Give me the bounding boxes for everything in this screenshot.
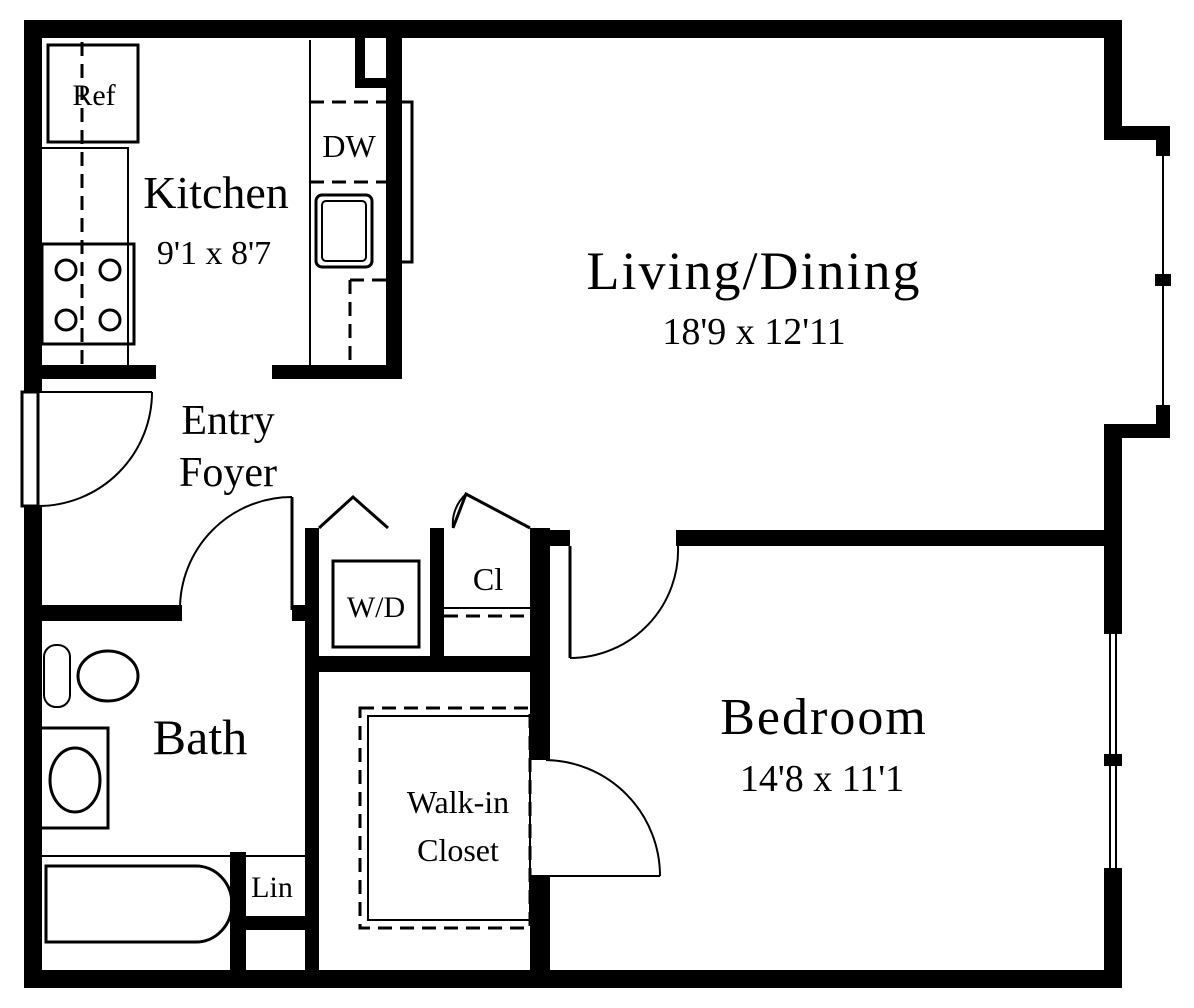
stove	[40, 242, 136, 346]
entry-label-line2: Foyer	[179, 450, 277, 496]
walkin-label-line1: Walk-in	[407, 784, 509, 820]
wd-door	[317, 494, 389, 530]
interior-walls	[24, 528, 1116, 988]
kitchen-title: Kitchen	[143, 167, 289, 218]
refrigerator	[46, 43, 140, 144]
vanity-sink	[36, 726, 110, 830]
lin-label: Lin	[251, 871, 293, 904]
kitchen-dims: 9'1 x 8'7	[157, 235, 271, 272]
wd-label: W/D	[347, 591, 405, 624]
walkin-label-line2: Closet	[417, 832, 499, 868]
kitchen-counter	[35, 147, 129, 369]
toilet	[43, 644, 140, 708]
kitchen-walls	[24, 20, 402, 379]
bathtub	[42, 855, 305, 944]
living-window	[1155, 150, 1171, 410]
exterior-walls	[24, 20, 1170, 988]
dw-label: DW	[322, 128, 376, 164]
cl-door	[451, 491, 531, 530]
living-title: Living/Dining	[587, 241, 922, 301]
cl-label: Cl	[473, 561, 503, 597]
bath-door	[178, 496, 294, 611]
bath-title: Bath	[153, 709, 247, 765]
ref-label: Ref	[72, 79, 115, 112]
bedroom-dims: 14'8 x 11'1	[740, 758, 904, 800]
living-dims: 18'9 x 12'11	[662, 311, 845, 353]
entry-door	[20, 390, 153, 508]
kitchen-right-counter	[309, 40, 414, 365]
bedroom-title: Bedroom	[720, 689, 928, 746]
walkin-shelves	[358, 706, 532, 930]
entry-label-line1: Entry	[181, 398, 274, 444]
washer-dryer	[331, 559, 421, 649]
bedroom-window	[1104, 634, 1122, 868]
closet-shelf	[444, 607, 530, 618]
walkin-door	[545, 759, 661, 877]
bedroom-door	[568, 545, 680, 659]
